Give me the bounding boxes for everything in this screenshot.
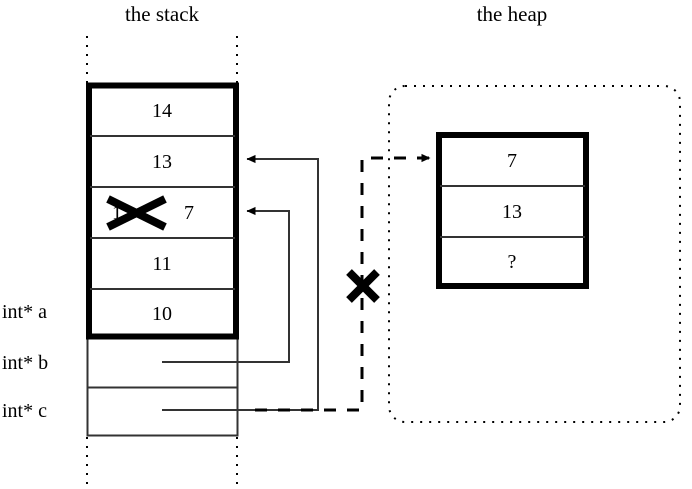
stack-pointer-slots-box: [86, 336, 239, 437]
pointer-c-arrow: [162, 154, 319, 411]
broken-heap-pointer: [255, 153, 431, 412]
stack-dotted-guides: [86, 36, 238, 489]
stack-cell-14: 14: [88, 86, 236, 135]
pointer-label-a: int* a: [2, 301, 47, 323]
stack-frame-box: [86, 82, 239, 340]
pointer-b-arrow: [162, 206, 290, 363]
heap-title: the heap: [476, 2, 548, 26]
stack-title: the stack: [124, 2, 200, 26]
x-cross-mark-broken-pointer: [346, 269, 380, 303]
stack-slot-c: [88, 389, 236, 435]
heap-block-box: [436, 132, 589, 289]
x-cross-mark-struck-value: [106, 195, 167, 231]
heap-cell-2: ?: [438, 237, 586, 286]
pointer-label-c: int* c: [2, 400, 47, 422]
pointer-label-b: int* b: [2, 352, 49, 374]
